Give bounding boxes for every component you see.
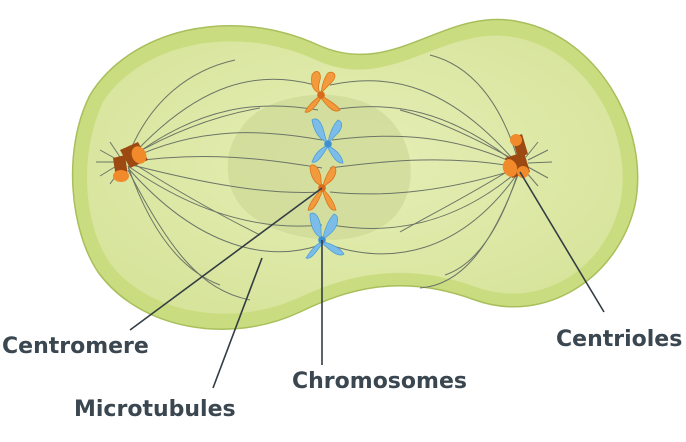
chromosome-blue-upper: [311, 118, 344, 164]
chromosome-blue-lower: [305, 212, 345, 259]
chromosome-orange-lower: [307, 164, 337, 211]
label-microtubules: Microtubules: [74, 397, 236, 422]
cell: [71, 18, 639, 330]
label-chromosomes: Chromosomes: [292, 369, 467, 394]
leader-microtubules: [212, 257, 263, 389]
labels: Centromere Microtubules Chromosomes Cent…: [2, 327, 682, 422]
label-centrioles: Centrioles: [556, 327, 682, 352]
centriole-right: [502, 134, 530, 178]
leader-centrioles: [519, 171, 605, 313]
microtubules: [127, 54, 519, 301]
leader-lines: [129, 171, 605, 389]
centriole-left: [113, 142, 148, 182]
label-centromere: Centromere: [2, 334, 149, 359]
chromosome-orange-top: [304, 71, 341, 113]
leader-centromere: [129, 187, 323, 331]
